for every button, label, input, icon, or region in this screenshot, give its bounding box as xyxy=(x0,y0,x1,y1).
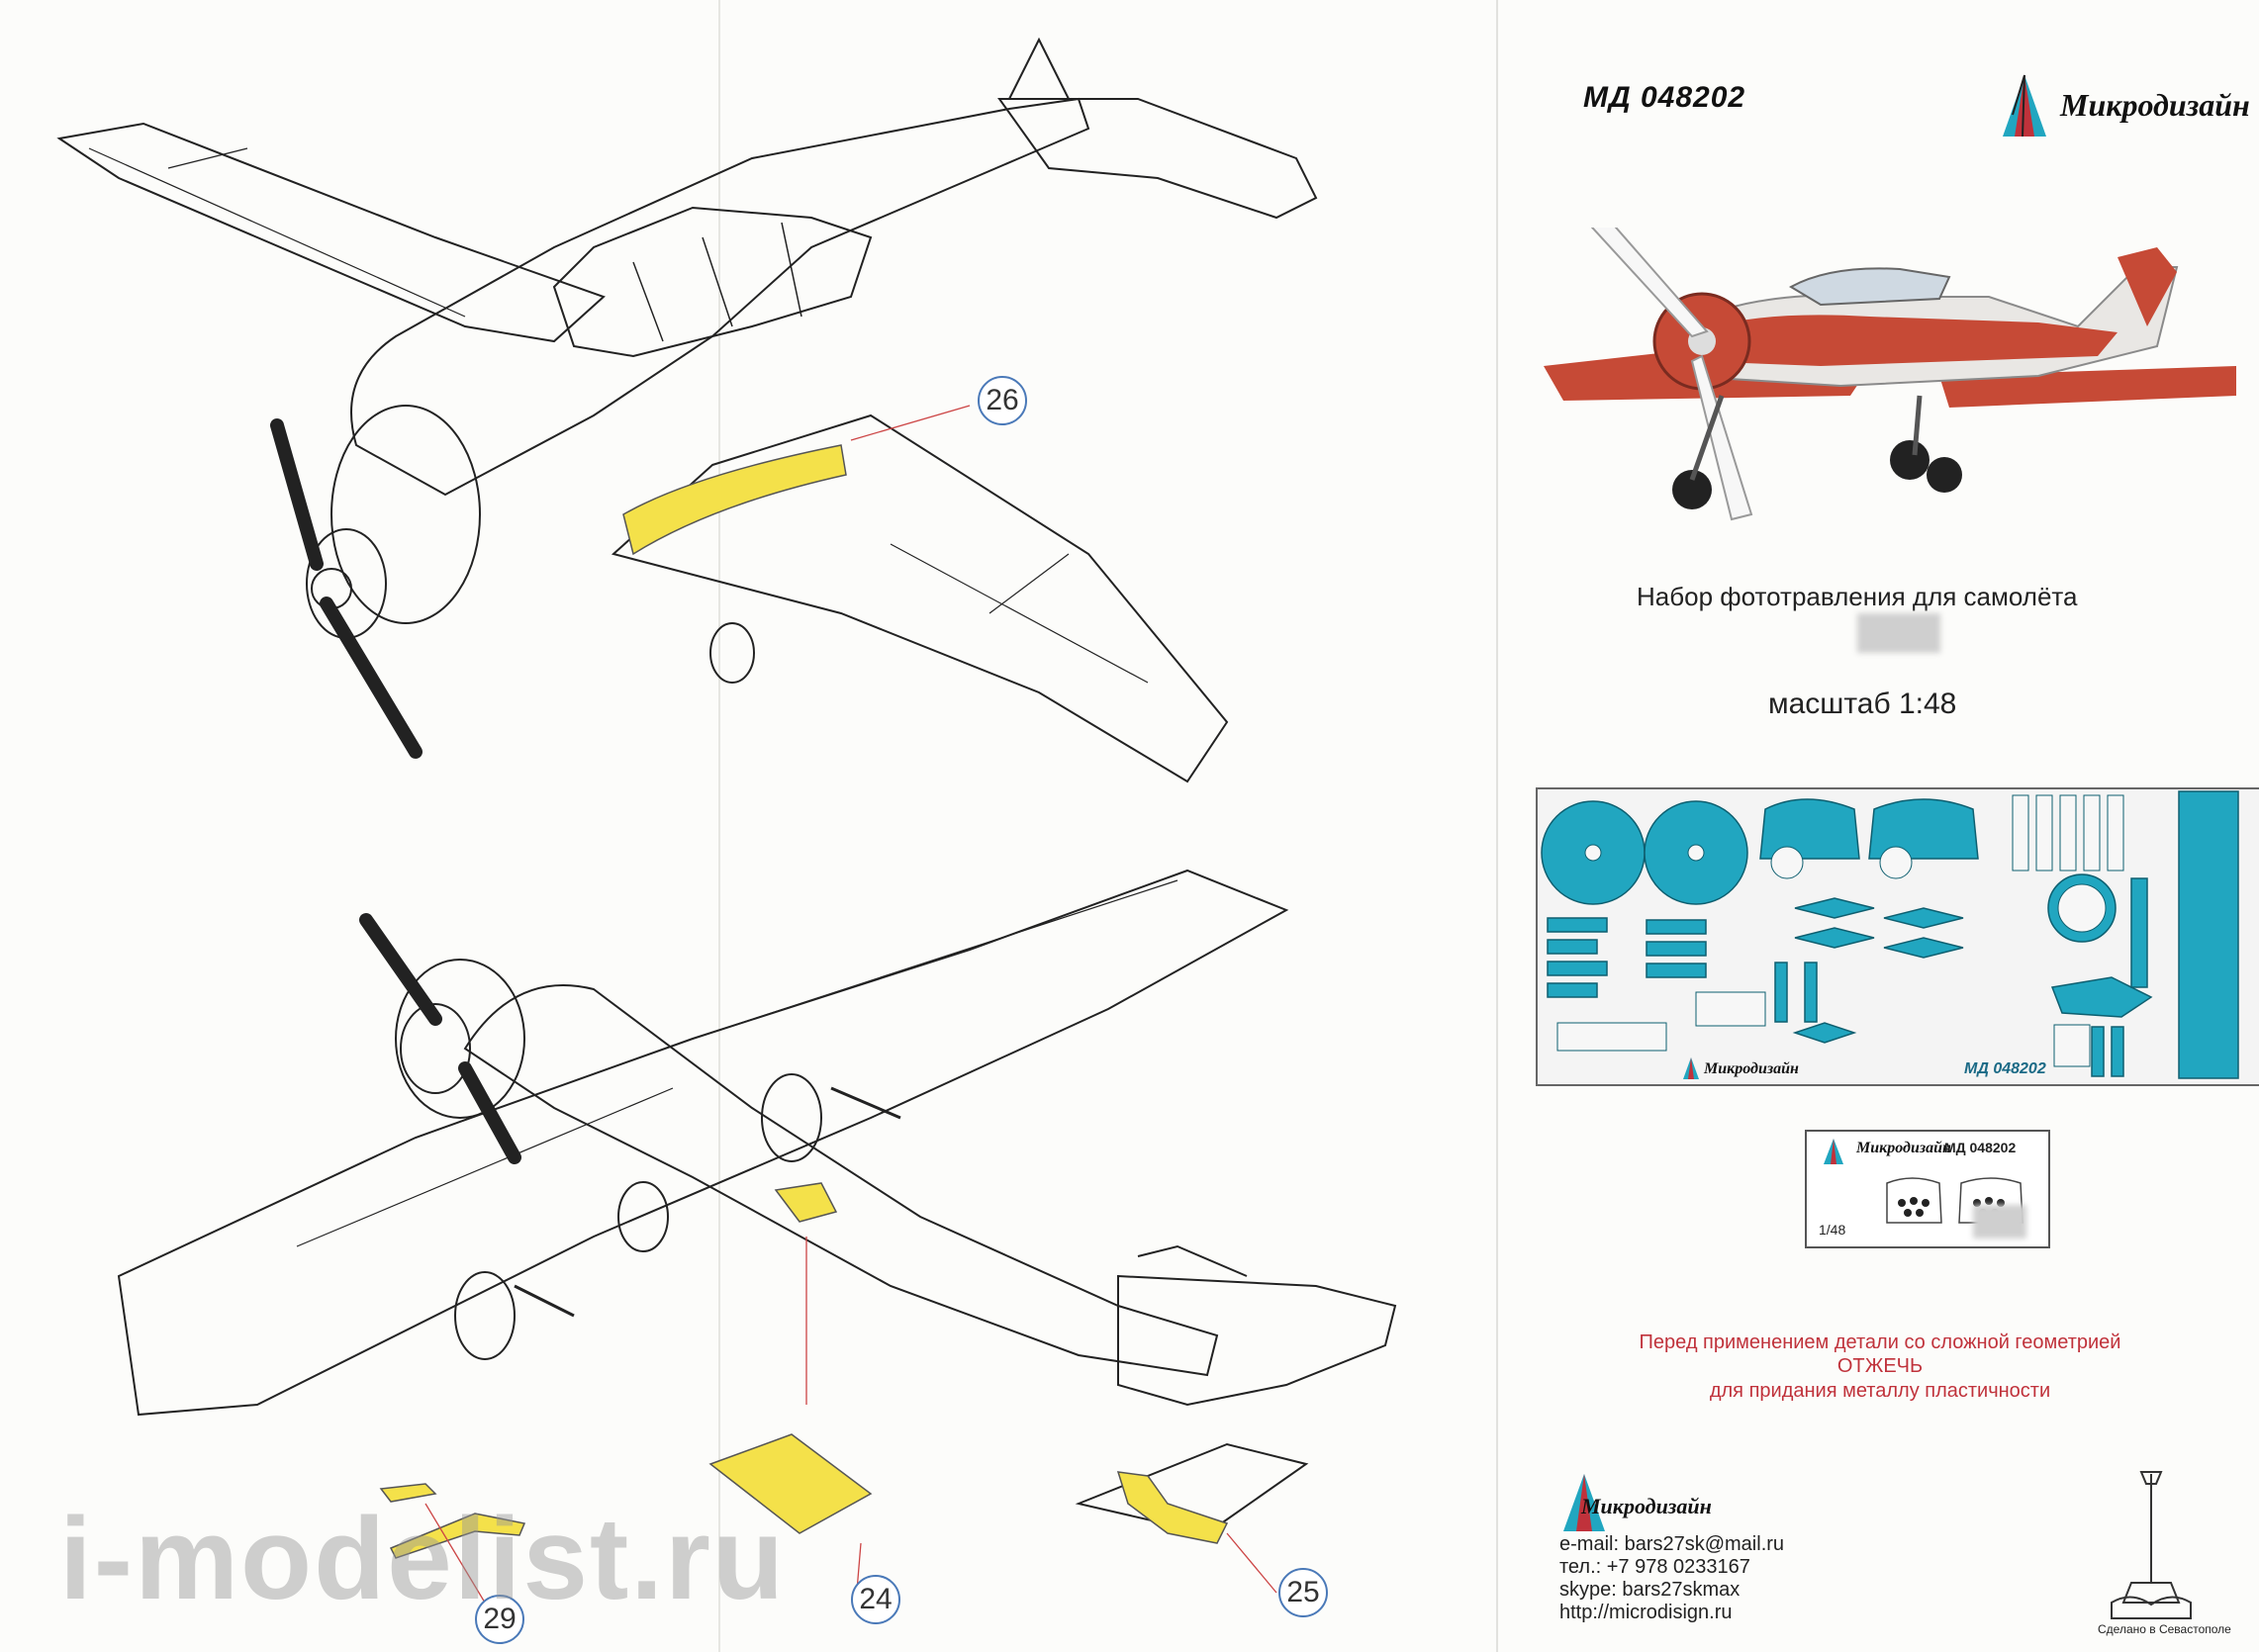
warning-emphasis: ОТЖЕЧЬ xyxy=(1836,1355,1924,1377)
decal-brand: Микродизайн xyxy=(1856,1140,1951,1156)
callout-29: 29 xyxy=(475,1595,524,1644)
warning-line: Перед применением детали со сложной геом… xyxy=(1639,1331,2121,1353)
watermark: i-modelist.ru xyxy=(59,1494,787,1624)
aircraft-line-drawings xyxy=(56,37,1397,1604)
decal-logo-icon xyxy=(1824,1139,1843,1164)
fret-parts-drawing xyxy=(1541,790,2239,1079)
kit-code: МД 048202 xyxy=(1583,81,1746,114)
blurred-aircraft-name xyxy=(1857,613,1940,653)
fret-code: МД 048202 xyxy=(1964,1060,2046,1077)
callout-25: 25 xyxy=(1278,1568,1328,1617)
part-29-highlight xyxy=(389,1513,526,1559)
footer-logo-icon xyxy=(1563,1474,1605,1531)
product-scale: масштаб 1:48 xyxy=(1768,688,1957,720)
aircraft-photo xyxy=(1524,228,2256,524)
made-in-label: Сделано в Севастополе xyxy=(2098,1622,2231,1636)
part-25-highlight xyxy=(1116,1471,1229,1544)
brand-logo-icon xyxy=(2003,74,2046,138)
footer-brand: Микродизайн xyxy=(1581,1494,1712,1518)
fold-line xyxy=(718,0,720,1652)
part-24-highlight xyxy=(708,1433,873,1534)
fret-brand: Микродизайн xyxy=(1704,1060,1799,1077)
contact-email[interactable]: e-mail: bars27sk@mail.ru xyxy=(1559,1533,1785,1555)
part-24-highlight xyxy=(774,1182,838,1223)
part-26-highlight xyxy=(622,444,847,556)
blurred-decal-label xyxy=(1973,1205,2026,1239)
fret-logo-icon xyxy=(1683,1057,1699,1079)
callout-26: 26 xyxy=(978,376,1027,425)
decal-code: МД 048202 xyxy=(1944,1140,2017,1155)
contact-phone: тел.: +7 978 0233167 xyxy=(1559,1556,1750,1578)
warning-line: для придания металлу пластичности xyxy=(1709,1380,2051,1402)
brand-name: Микродизайн xyxy=(2060,87,2250,123)
contact-skype: skype: bars27skmax xyxy=(1559,1579,1741,1601)
monument-icon xyxy=(2111,1471,2192,1619)
product-subtitle: Набор фототравления для самолёта xyxy=(1637,582,2078,611)
decal-scale: 1/48 xyxy=(1819,1222,1846,1238)
callout-24: 24 xyxy=(851,1575,900,1624)
contact-website[interactable]: http://microdisign.ru xyxy=(1559,1602,1733,1623)
photo-etch-fret xyxy=(1536,787,2259,1086)
part-29-highlight xyxy=(379,1483,437,1503)
fold-line xyxy=(1496,0,1498,1652)
